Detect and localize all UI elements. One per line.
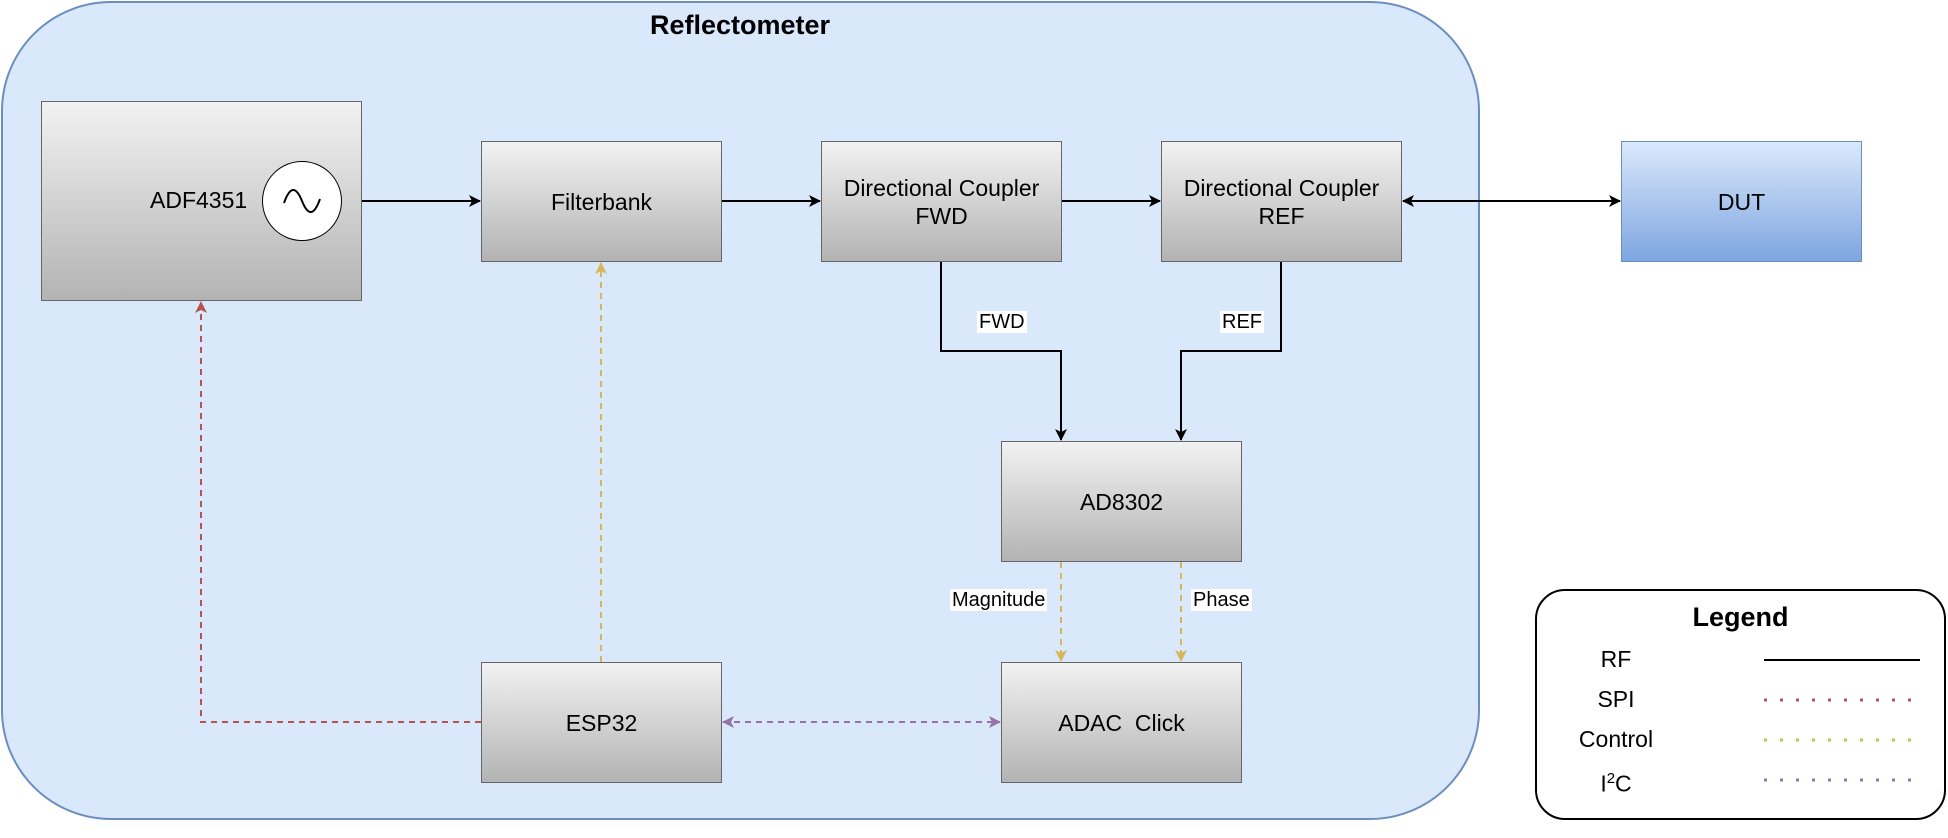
- legend-line-spi: [1764, 698, 1912, 702]
- coupler-ref-label: Directional Coupler REF: [1183, 174, 1380, 229]
- adf4351-block[interactable]: ADF4351: [41, 101, 362, 301]
- filterbank-block[interactable]: Filterbank: [481, 141, 722, 262]
- legend-label-rf: RF: [1600, 646, 1632, 672]
- dut-label: DUT: [1717, 188, 1766, 215]
- coupler-ref-block[interactable]: Directional Coupler REF: [1161, 141, 1402, 262]
- edge-label-magnitude: Magnitude: [950, 589, 1048, 611]
- legend: Legend RF SPI Control I2C: [1535, 589, 1946, 820]
- legend-row-i2c: I2C: [1537, 759, 1944, 799]
- legend-line-rf: [1764, 659, 1920, 661]
- esp32-label: ESP32: [565, 709, 638, 736]
- diagram-title: Reflectometer: [649, 10, 831, 40]
- adac-click-block[interactable]: ADAC Click: [1001, 662, 1242, 783]
- legend-title: Legend: [1692, 602, 1789, 632]
- rf-ref-to-ad8302: [1175, 262, 1282, 441]
- legend-row-spi: SPI: [1537, 679, 1944, 719]
- legend-row-rf: RF: [1537, 639, 1944, 679]
- edge-label-phase: Phase: [1191, 589, 1252, 611]
- edge-label-ref: REF: [1220, 311, 1264, 333]
- adac-click-label: ADAC Click: [1058, 709, 1185, 736]
- legend-label-spi: SPI: [1597, 686, 1635, 712]
- legend-row-control: Control: [1537, 719, 1944, 759]
- adf4351-label: ADF4351: [150, 187, 248, 213]
- esp32-block[interactable]: ESP32: [481, 662, 722, 783]
- legend-label-control: Control: [1578, 726, 1654, 752]
- filterbank-label: Filterbank: [551, 188, 652, 215]
- legend-line-control: [1764, 738, 1912, 742]
- dut-block[interactable]: DUT: [1621, 141, 1862, 262]
- coupler-fwd-block[interactable]: Directional Coupler FWD: [821, 141, 1062, 262]
- spi-esp32-to-adf4351: [195, 301, 481, 723]
- legend-line-i2c: [1764, 778, 1912, 782]
- ad8302-block[interactable]: AD8302: [1001, 441, 1242, 562]
- oscillator-icon: [262, 161, 342, 241]
- ad8302-label: AD8302: [1079, 488, 1164, 515]
- legend-label-i2c: I2C: [1600, 770, 1632, 797]
- rf-fwd-to-ad8302: [940, 262, 1067, 441]
- edge-label-fwd: FWD: [977, 311, 1027, 333]
- coupler-fwd-label: Directional Coupler FWD: [843, 174, 1040, 229]
